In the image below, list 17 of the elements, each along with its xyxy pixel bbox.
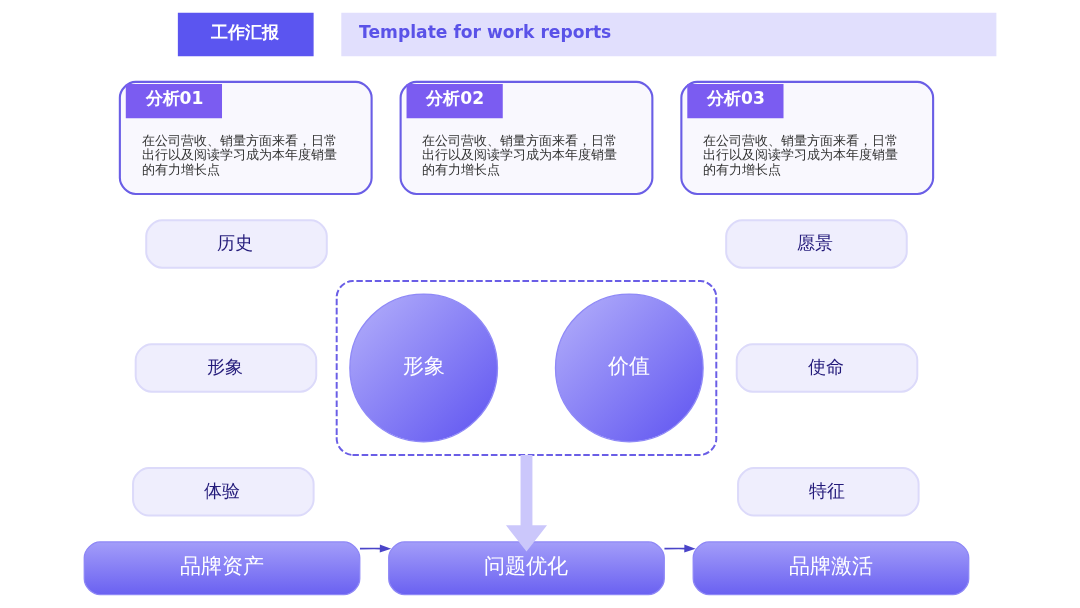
cluster [335, 279, 718, 456]
node-box: 使命 [735, 343, 919, 393]
node-box: Template for work reports [341, 12, 997, 57]
arrow [663, 544, 696, 553]
node-circle: 形象 [349, 293, 499, 443]
arrow [359, 544, 392, 553]
node-box: 愿景 [725, 219, 908, 269]
node-box: 体验 [132, 467, 315, 517]
node-box: 问题优化 [388, 541, 665, 596]
node-box: 品牌资产 [83, 541, 361, 596]
node-box: 形象 [134, 343, 318, 393]
node-box: 特征 [737, 467, 920, 517]
arrow [505, 454, 547, 552]
node-circle: 价值 [554, 293, 704, 443]
node-box: 工作汇报 [177, 12, 314, 57]
node-box: 品牌激活 [692, 541, 970, 596]
node-box: 历史 [145, 219, 328, 269]
